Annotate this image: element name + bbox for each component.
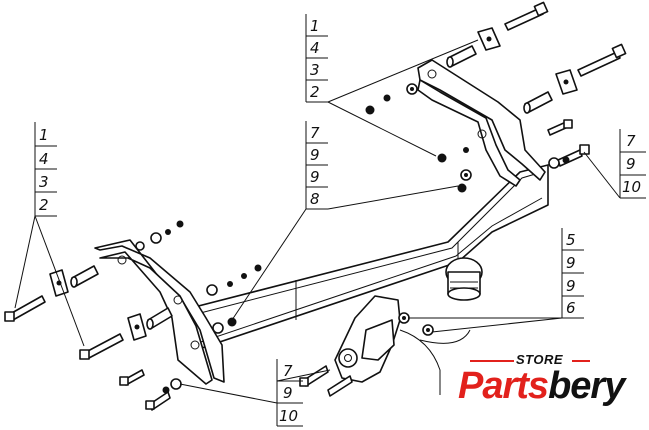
left-long-bolt-lower — [79, 333, 124, 360]
callout-left-4: 2 — [39, 196, 49, 214]
callout-left-3: 3 — [39, 173, 49, 191]
logo-part2: bery — [548, 365, 625, 407]
callout-bottom-3: 10 — [279, 407, 298, 425]
logo-accent-line-left — [470, 360, 514, 362]
left-lower-square-plate — [127, 313, 147, 341]
left-lower-spacer-tube — [146, 307, 173, 330]
callout-top-1: 1 — [310, 17, 320, 35]
callout-bottom: 7 9 10 — [179, 359, 331, 427]
top-nuts — [365, 83, 472, 193]
ball-mount-hitch — [334, 295, 471, 395]
left-mounting-bracket — [94, 239, 225, 385]
callout-mid: 7 9 9 8 — [231, 121, 459, 321]
right-square-plate — [555, 69, 578, 95]
top-square-plate — [477, 27, 501, 51]
callout-ball: 5 9 9 6 — [408, 228, 584, 333]
callout-ball-2: 9 — [566, 254, 576, 272]
ball-mount-nuts — [398, 312, 434, 336]
right-spacer-tube — [523, 91, 553, 114]
callout-right-3: 10 — [622, 178, 641, 196]
right-short-bolts — [547, 119, 590, 169]
right-mounting-bracket — [417, 59, 546, 187]
callout-left-1: 1 — [39, 126, 49, 144]
mid-nuts — [135, 220, 262, 334]
callout-ball-1: 5 — [566, 231, 576, 249]
callout-right-2: 9 — [626, 155, 636, 173]
right-long-bolt — [577, 43, 627, 77]
tow-crossbar — [174, 164, 549, 357]
logo-part1: Parts — [458, 365, 549, 407]
top-spacer-tube — [446, 45, 477, 68]
callout-top-3: 3 — [310, 61, 320, 79]
callout-top-2: 4 — [310, 39, 320, 57]
callout-mid-1: 7 — [310, 124, 320, 142]
callout-top-4: 2 — [310, 83, 320, 101]
callout-left: 1 4 3 2 — [14, 122, 85, 347]
callout-right: 7 9 10 — [583, 129, 646, 199]
left-long-bolt-upper — [4, 295, 46, 322]
left-square-plate — [49, 269, 69, 297]
top-long-bolt — [504, 1, 549, 31]
callout-mid-2: 9 — [310, 146, 320, 164]
callout-ball-3: 9 — [566, 277, 576, 295]
callout-top: 1 4 3 2 — [305, 14, 479, 157]
callout-left-2: 4 — [39, 150, 49, 168]
logo-wordmark: Partsbery — [458, 365, 625, 407]
partsbery-logo: STORE Partsbery — [458, 352, 633, 414]
callout-right-1: 7 — [626, 132, 636, 150]
callout-mid-3: 9 — [310, 168, 320, 186]
logo-accent-line-right — [572, 360, 590, 362]
callout-mid-4: 8 — [310, 190, 320, 208]
callout-bottom-2: 9 — [283, 384, 293, 402]
bottom-short-bolts — [119, 365, 353, 411]
logo-store-text: STORE — [516, 352, 564, 367]
callout-ball-4: 6 — [566, 299, 576, 317]
callout-bottom-1: 7 — [283, 362, 293, 380]
left-spacer-tube — [70, 265, 99, 288]
tow-ball-cap — [445, 257, 483, 301]
